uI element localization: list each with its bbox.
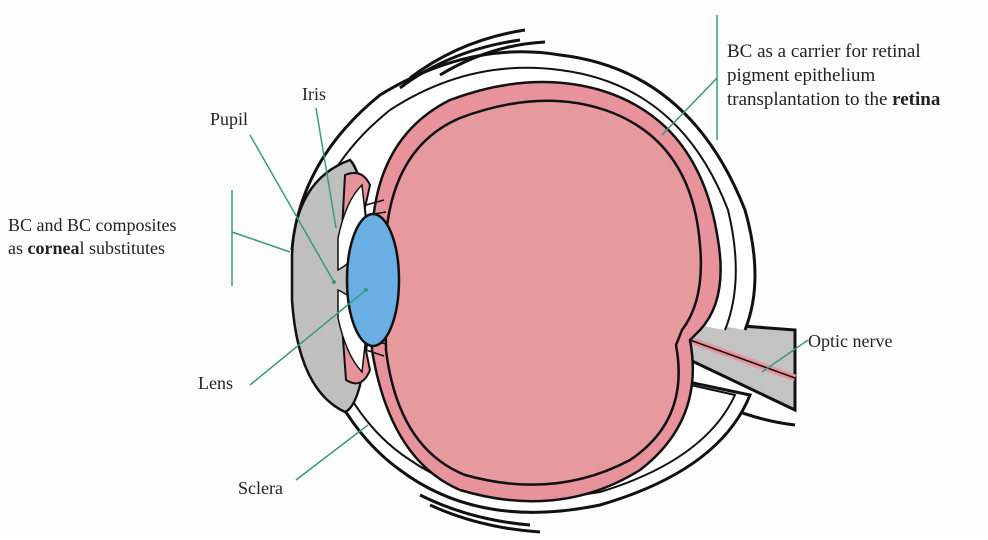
iris-label: Iris xyxy=(302,83,326,106)
retina-note-bold: retina xyxy=(892,89,940,110)
retina-note-line2: pigment epithelium xyxy=(727,64,940,88)
vitreous-body xyxy=(385,101,701,485)
lens-shape xyxy=(347,214,399,346)
cornea-note-pre: as xyxy=(8,238,28,258)
cornea-note-line1: BC and BC composites xyxy=(8,214,177,237)
cornea-note-label: BC and BC composites as corneal substitu… xyxy=(8,214,177,260)
optic-nerve-label: Optic nerve xyxy=(808,330,892,353)
sclera-label: Sclera xyxy=(238,477,283,500)
pupil-label: Pupil xyxy=(210,108,248,131)
cornea-note-line2: as corneal substitutes xyxy=(8,237,177,260)
retina-note-line1: BC as a carrier for retinal xyxy=(727,40,940,64)
retina-note-line3: transplantation to the retina xyxy=(727,88,940,112)
lens-label: Lens xyxy=(198,372,233,395)
retina-note-label: BC as a carrier for retinal pigment epit… xyxy=(727,40,940,112)
cornea-note-post: l substitutes xyxy=(79,238,165,258)
cornea-note-bold: cornea xyxy=(28,238,80,258)
retina-note-pre: transplantation to the xyxy=(727,89,892,110)
